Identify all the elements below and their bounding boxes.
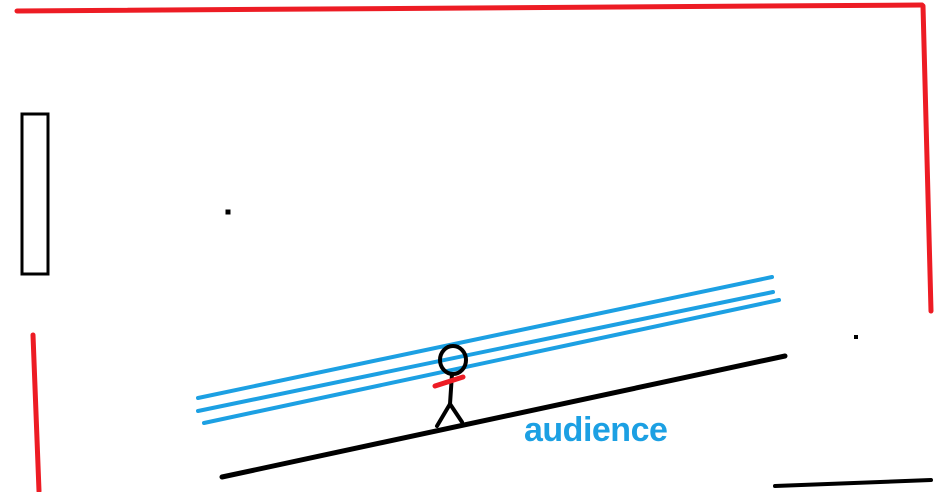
left-red-border-line <box>30 332 42 492</box>
small-black-dot-left <box>225 209 231 215</box>
top-red-border-line <box>14 2 925 14</box>
left-outline-rectangle <box>20 112 50 276</box>
right-red-border-line <box>920 3 934 314</box>
blue-guide-line-top <box>196 275 774 400</box>
stage-floor-line <box>219 353 788 480</box>
audience-text-label: audience <box>524 411 667 449</box>
stick-figure-arms <box>432 374 466 389</box>
bottom-right-black-line <box>773 478 933 488</box>
blue-guide-line-middle <box>196 290 775 413</box>
small-black-dot-right <box>854 335 858 339</box>
blue-guide-line-bottom <box>202 298 781 425</box>
stick-figure-person <box>432 344 468 428</box>
stick-figure-leg-left <box>435 402 452 428</box>
stick-figure-leg-right <box>448 402 464 424</box>
